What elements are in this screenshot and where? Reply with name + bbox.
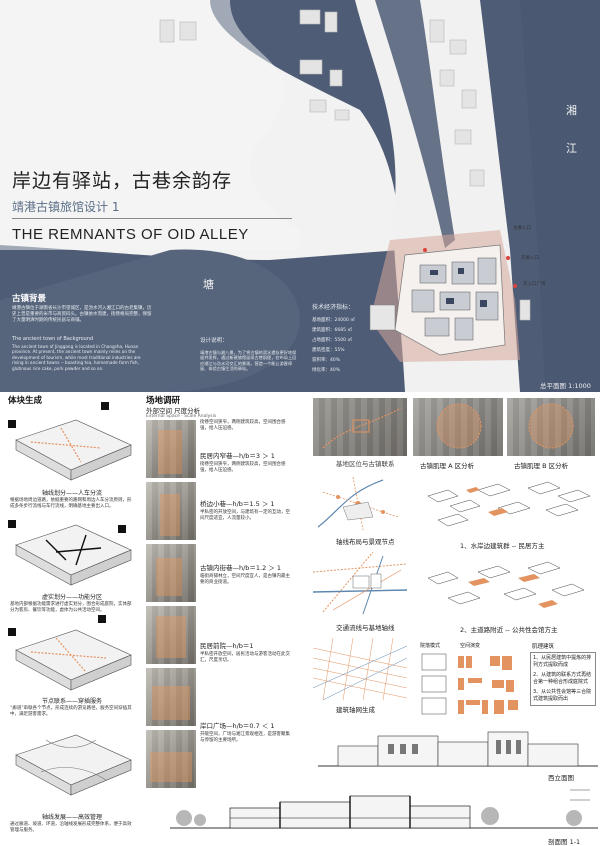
- note-item: 3、从公共性会馆等三合院式建筑提取而出: [533, 689, 592, 702]
- traffic-caption: 交通流线与基地轴线: [336, 624, 395, 632]
- pond-label: 塘: [203, 278, 217, 291]
- grid-diagram: [313, 638, 407, 700]
- survey-photo: [146, 420, 196, 478]
- indicator-item: 建筑密度：55%: [312, 348, 345, 353]
- elevation-caption: 西立面图: [548, 774, 574, 782]
- survey-subheading-en: External Space · Scale Analysis: [146, 414, 217, 419]
- river-label-xiang-1: 湘: [566, 104, 580, 117]
- space-label: 空间演变: [460, 643, 481, 649]
- survey-item-text: 开敞空间，广场与湘江景观相连，是游客聚集与停留的主要场所。: [200, 732, 290, 743]
- entry-label: 次要入口: [521, 256, 539, 261]
- axis-nodes-caption: 轴线布局与景观节点: [336, 538, 395, 546]
- survey-item-title: 桥边小巷—h/b＝1.5 ＞ 1: [200, 500, 275, 508]
- grid-caption: 建筑轴网生成: [336, 706, 375, 714]
- survey-item-title: 民居内窄巷—h/b＝3 ＞ 1: [200, 452, 275, 460]
- survey-item-title: 古镇内街巷—h/b＝1.2 ＞ 1: [200, 564, 282, 572]
- background-heading: 古镇背景: [12, 294, 47, 304]
- indicator-item: 占地面积：5500 ㎡: [312, 338, 352, 343]
- note-item: 2、从建筑的联系方式再结合第一种组合形成庭院式: [533, 672, 592, 685]
- indicator-item: 基地面积：24000 ㎡: [312, 318, 355, 323]
- location-aerial: [313, 398, 407, 456]
- design-heading: 设计说明：: [200, 338, 228, 344]
- indicators-heading: 技术经济指标：: [312, 304, 355, 311]
- massing-caption: 虚实划分——功能分区: [41, 594, 102, 601]
- background-text-en: The ancient town of Jinggang is located …: [12, 344, 141, 371]
- survey-item-text: 半私密的开放空间，与建筑有一定的互动，空间尺度适宜，人流量较小。: [200, 510, 290, 521]
- river-label-xiang-2: 江: [566, 142, 580, 155]
- survey-photo: [146, 668, 196, 726]
- survey-intro: 街巷空间狭窄，两侧建筑较高，空间围合感强，给人压迫感。: [200, 420, 286, 431]
- survey-photo: [146, 606, 196, 664]
- axis-nodes-diagram: [317, 476, 399, 531]
- background-heading-en: The ancient town of Background: [12, 336, 94, 342]
- massing-diagrams: [8, 402, 132, 796]
- massing-text: “廊道”串联各个节点，形成连续的游览路径，服务空间穿插其中，满足游客需求。: [10, 706, 132, 717]
- massing-caption: 轴线发展——高效管理: [41, 814, 102, 821]
- massing-text: 根据场地周边道路，依据重要的路网和周边人车分流原则，形成多条步行流线与车行流线，…: [10, 498, 132, 509]
- entry-label: 次入口广场: [523, 282, 546, 287]
- massing-caption: 节点联系——穿插服务: [41, 698, 102, 705]
- section-caption: 剖面图 1-1: [548, 838, 581, 846]
- section-drawing: [170, 789, 598, 829]
- massing-caption: 轴线划分——人车分流: [41, 490, 102, 497]
- massing-heading: 体块生成: [8, 396, 43, 406]
- texture-b-aerial: [507, 398, 595, 456]
- survey-item-title: 岸口广场—h/b＝0.7 ＜ 1: [200, 722, 275, 730]
- indicators-list: 基地面积：24000 ㎡ 建筑面积：6685 ㎡ 占地面积：5500 ㎡ 建筑密…: [312, 318, 372, 374]
- survey-photo: [146, 544, 196, 602]
- page-title: 岸边有驿站，古巷余韵存: [12, 170, 233, 192]
- mode-label: 院落模式: [420, 643, 441, 649]
- survey-subheading: 外部空间 尺度分析: [146, 407, 201, 415]
- texture-step1-diagram: [427, 481, 591, 527]
- indicator-item: 建筑面积：6685 ㎡: [312, 328, 352, 333]
- courtyard-diagram: [421, 653, 518, 715]
- page-title-en: THE REMNANTS OF OID ALLEY: [12, 226, 249, 243]
- survey-item-text: 半私密开放空间，居民活动与游客活动在此交汇，尺度亲切。: [200, 652, 290, 663]
- entry-label: 主要入口: [513, 226, 531, 231]
- survey-item-text: 临街商铺林立，空间尺度宜人，是古镇内最主要的商业街道。: [200, 574, 290, 585]
- step2-caption: 2、主道路附近 -- 公共性会馆方主: [460, 626, 558, 634]
- massing-text: 基地内部根据功能需求进行虚实划分，围合形成庭院，实体部分为客房、餐饮等功能，虚体…: [10, 602, 132, 613]
- traffic-diagram: [313, 552, 407, 615]
- indicator-item: 容积率：40%: [312, 358, 341, 363]
- indicator-item: 绿化率：40%: [312, 368, 341, 373]
- entry-labels: 主要入口: [513, 226, 553, 232]
- location-caption: 基地区位与古镇联系: [336, 460, 395, 468]
- survey-photo: [146, 482, 196, 540]
- texture-step2-diagram: [427, 561, 585, 608]
- river-label-weishui: 沩水河: [172, 130, 214, 143]
- page-subtitle: 靖港古镇旅馆设计 1: [12, 200, 120, 214]
- notes-box: 1、从民居建筑中提炼的排列方式提取而成 2、从建筑的联系方式再结合第一种组合形成…: [530, 652, 596, 706]
- massing-text: 通过廊道、坡道、环道，沿轴线发展形成完整体系，便于高效管理与服务。: [10, 822, 132, 833]
- elevation-drawing: [318, 731, 598, 767]
- survey-heading: 场地调研: [146, 396, 181, 406]
- texture-a-caption: 古镇肌理 A 区分析: [420, 462, 475, 470]
- texture-a-aerial: [413, 398, 503, 456]
- plan-caption: 总平面图 1:1000: [540, 382, 591, 390]
- survey-photo: [146, 730, 196, 788]
- step1-caption: 1、水岸边建筑群 -- 民居方主: [460, 542, 545, 550]
- background-text: 靖港古镇位于湖南省长沙市望城区，是沩水河入湘江口的古老集镇，历史上曾是重要的米市…: [12, 306, 152, 323]
- notes-heading: 肌理建筑: [532, 644, 555, 650]
- site-map: [0, 0, 600, 392]
- texture-b-caption: 古镇肌理 B 区分析: [514, 462, 569, 470]
- survey-item-text: 街巷空间狭窄，两侧建筑较高，空间围合感强，给人压迫感。: [200, 462, 286, 473]
- survey-item-title: 民居前院—h/b＝1: [200, 642, 254, 650]
- note-item: 1、从民居建筑中提炼的排列方式提取而成: [533, 655, 592, 668]
- design-text: 靖港古镇与湘八景，为了将古镇的滨水遗存更好地保留并发挥，通过新建旅馆延续古巷肌理…: [200, 350, 297, 372]
